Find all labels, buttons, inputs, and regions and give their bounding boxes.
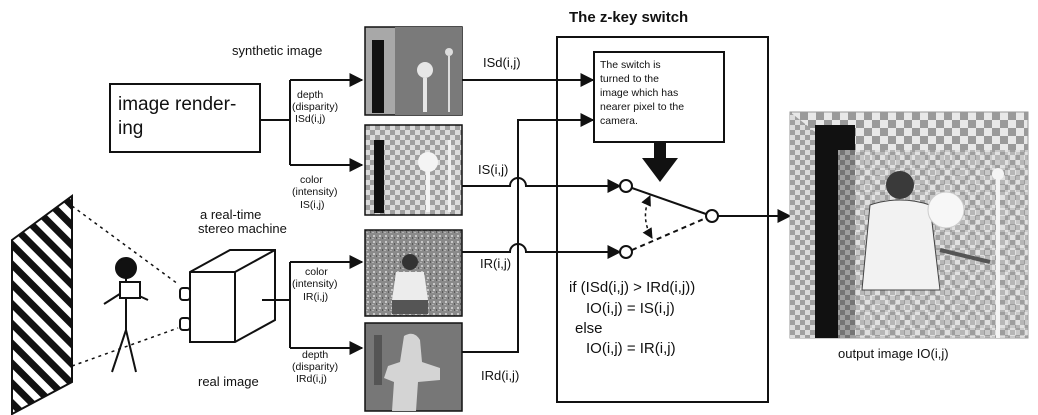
color-label-line: IS(i,j): [300, 199, 325, 211]
synthetic-color-label: color (intensity) IS(i,j): [292, 174, 338, 211]
switch-contact-output: [705, 209, 719, 223]
view-line: [71, 205, 179, 285]
color-label-line: IR(i,j): [303, 291, 328, 303]
condition-line: IO(i,j) = IS(i,j): [586, 300, 675, 317]
switch-note-line: turned to the: [600, 73, 659, 85]
ird-signal-line: [462, 113, 595, 353]
switch-note-line: The switch is: [600, 59, 661, 71]
signal-is: IS(i,j): [478, 162, 508, 177]
real-color-label: color (intensity) IR(i,j): [292, 266, 338, 303]
switch-swing-arrow: [641, 195, 653, 239]
real-depth-image: [364, 322, 463, 412]
stereo-title: stereo machine: [198, 221, 287, 236]
switch-condition: if (ISd(i,j) > IRd(i,j)) IO(i,j) = IS(i,…: [569, 279, 695, 357]
synthetic-color-image: [364, 124, 463, 216]
signal-isd: ISd(i,j): [483, 55, 521, 70]
color-label-line: color: [300, 174, 323, 186]
switch-box: [556, 36, 769, 403]
synthetic-title: synthetic image: [232, 43, 322, 58]
real-caption: real image: [198, 374, 259, 389]
signal-ird: IRd(i,j): [481, 368, 519, 383]
ir-signal-line: [462, 243, 622, 259]
depth-label-line: (disparity): [292, 361, 338, 373]
view-line: [71, 327, 179, 367]
depth-label-line: IRd(i,j): [296, 373, 327, 385]
color-label-line: (intensity): [292, 186, 338, 198]
real-color-image: [364, 229, 463, 317]
switch-note: The switch is turned to the image which …: [600, 59, 684, 127]
condition-line: IO(i,j) = IR(i,j): [586, 340, 676, 357]
synthetic-depth-image: [364, 26, 463, 116]
person-figure: [103, 257, 149, 373]
color-label-line: (intensity): [292, 278, 338, 290]
image-rendering-box: [109, 83, 261, 153]
switch-lever: [631, 187, 707, 215]
switch-note-line: camera.: [600, 115, 638, 127]
output-image: [789, 111, 1029, 339]
condition-line: else: [575, 320, 603, 337]
output-caption: output image IO(i,j): [838, 346, 949, 361]
switch-note-line: nearer pixel to the: [600, 101, 684, 113]
switch-note-line: image which has: [600, 87, 678, 99]
color-label-line: color: [305, 266, 328, 278]
condition-line: if (ISd(i,j) > IRd(i,j)): [569, 279, 695, 296]
switch-title: The z-key switch: [569, 9, 688, 26]
is-signal-line: [462, 177, 622, 193]
striped-panel: [11, 194, 73, 415]
depth-label-line: (disparity): [292, 101, 338, 113]
signal-ir: IR(i,j): [480, 256, 511, 271]
switch-contact-real: [619, 245, 633, 259]
synthetic-depth-label: depth (disparity) ISd(i,j): [292, 89, 338, 125]
switch-contact-synthetic: [619, 179, 633, 193]
depth-label-line: depth: [297, 89, 323, 101]
depth-label-line: depth: [302, 349, 328, 361]
down-arrow-icon: [642, 142, 678, 182]
stereo-title: a real-time: [200, 207, 261, 222]
switch-lever-alt: [631, 217, 707, 251]
depth-label-line: ISd(i,j): [295, 113, 325, 125]
image-rendering-label: image render-: [118, 94, 236, 115]
real-depth-label: depth (disparity) IRd(i,j): [292, 349, 338, 385]
stereo-camera-icon: [179, 249, 276, 343]
image-rendering-label: ing: [118, 118, 143, 139]
